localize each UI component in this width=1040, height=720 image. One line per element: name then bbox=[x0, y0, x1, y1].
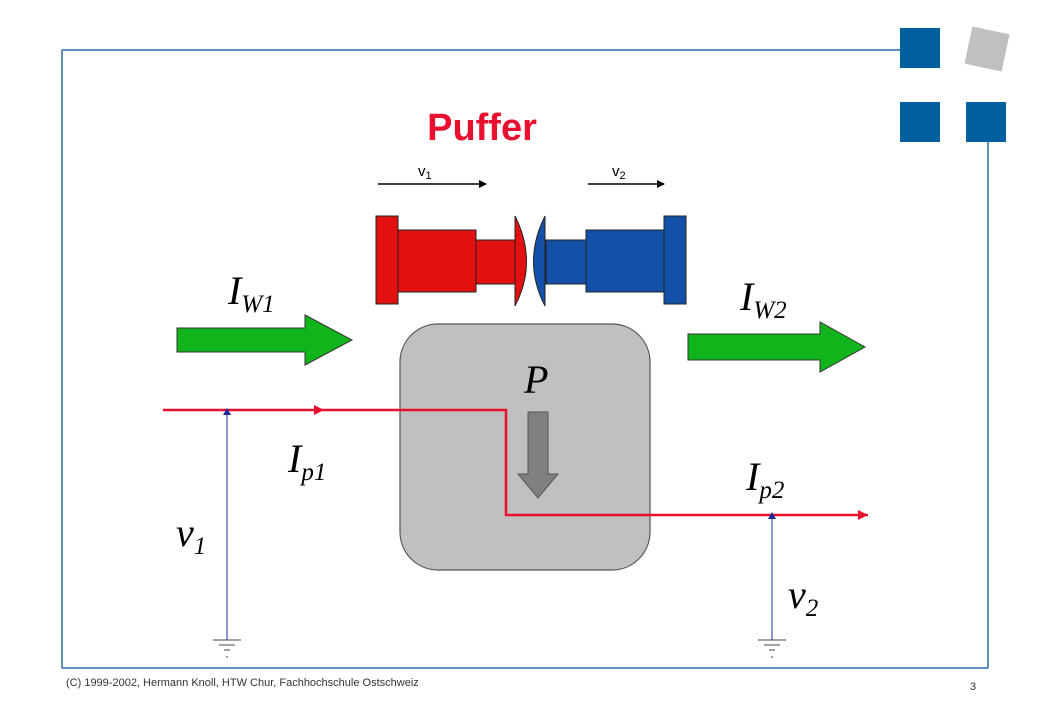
slide-frame bbox=[61, 49, 989, 669]
svg-text:v1: v1 bbox=[418, 163, 432, 182]
page-number: 3 bbox=[970, 681, 976, 693]
logo-square-bottom-left bbox=[900, 102, 940, 142]
logo-square-rotated bbox=[964, 26, 1010, 72]
red-piston bbox=[375, 215, 527, 307]
logo-square-bottom-right bbox=[966, 102, 1006, 142]
corner-logo bbox=[900, 26, 1010, 142]
slide-title: Puffer bbox=[427, 107, 537, 149]
ground-symbol-2 bbox=[758, 639, 786, 658]
footer-copyright: (C) 1999-2002, Hermann Knoll, HTW Chur, … bbox=[66, 677, 419, 689]
piston-velocity-v2: v2 bbox=[588, 163, 665, 188]
label-ip2: Ip2 bbox=[745, 454, 784, 504]
svg-text:v2: v2 bbox=[612, 163, 626, 182]
v1-measure-line bbox=[213, 408, 241, 658]
label-p: P bbox=[523, 357, 548, 402]
buffer-box bbox=[399, 323, 651, 571]
label-v1: v1 bbox=[176, 510, 206, 560]
logo-square-top-left bbox=[900, 28, 940, 68]
red-flow-line bbox=[163, 405, 868, 520]
label-ip1: Ip1 bbox=[287, 436, 326, 486]
label-iw2: IW2 bbox=[739, 274, 787, 324]
flow-arrow-iw1 bbox=[176, 314, 354, 366]
piston-velocity-v1: v1 bbox=[378, 163, 487, 188]
label-iw1: IW1 bbox=[227, 268, 275, 318]
flow-arrow-iw2 bbox=[687, 321, 867, 373]
label-v2: v2 bbox=[788, 572, 818, 622]
ground-symbol-1 bbox=[213, 639, 241, 658]
blue-piston bbox=[533, 215, 687, 307]
p-down-arrow bbox=[516, 411, 560, 499]
v2-measure-line bbox=[758, 512, 786, 658]
